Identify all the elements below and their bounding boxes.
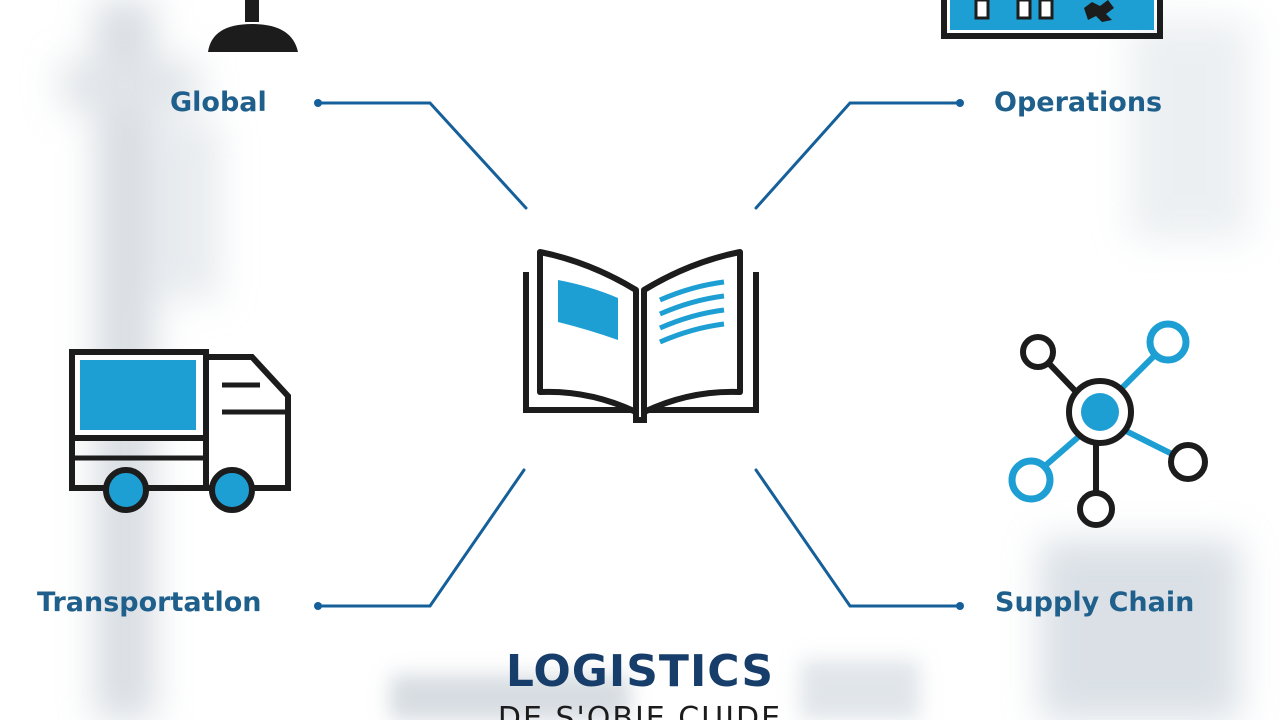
connector-dot-transportation bbox=[314, 602, 322, 610]
connector-dot-global bbox=[314, 99, 322, 107]
connector-dot-supply-chain bbox=[956, 602, 964, 610]
truck-wheel-front bbox=[209, 467, 255, 513]
node-label-operations: Operations bbox=[994, 87, 1163, 118]
network-nodes-icon bbox=[1008, 320, 1208, 528]
open-book-icon bbox=[523, 249, 759, 423]
operations-panel-icon bbox=[941, 0, 1163, 39]
connector-supply-chain bbox=[754, 468, 962, 608]
globe-stand-icon bbox=[208, 0, 298, 52]
truck-wheel-rear bbox=[103, 467, 149, 513]
truck-icon bbox=[69, 349, 291, 513]
connector-transportation bbox=[316, 468, 526, 608]
diagram-subtitle: DE S'OBIE CUIDE bbox=[497, 701, 783, 720]
connector-operations bbox=[754, 101, 962, 210]
connector-global bbox=[316, 101, 528, 210]
node-label-global: Global bbox=[170, 87, 267, 118]
diagram-title: LOGISTICS bbox=[505, 646, 775, 697]
node-label-supply-chain: Supply Chain bbox=[995, 587, 1195, 618]
connector-dot-operations bbox=[956, 99, 964, 107]
node-label-transportation: Transportatlon bbox=[37, 587, 262, 618]
